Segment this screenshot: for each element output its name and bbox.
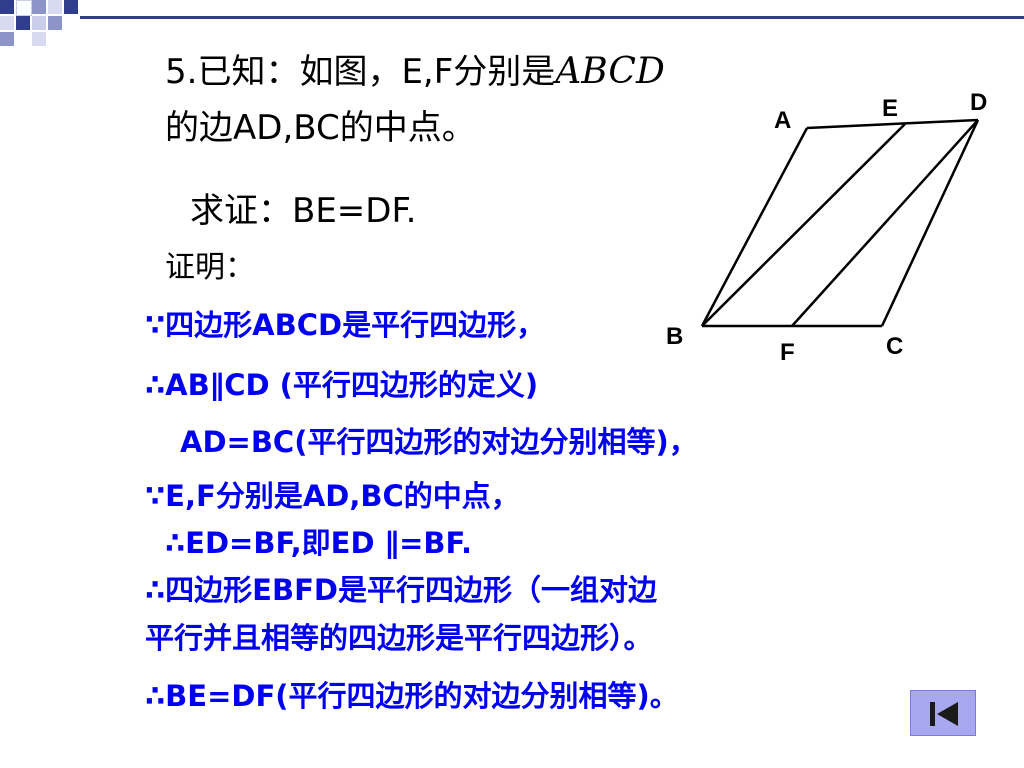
prove-statement: 求证：BE=DF.: [190, 191, 417, 231]
proof-step-6: ∴四边形EBFD是平行四边形（一组对边: [145, 573, 657, 607]
proof-step-7: 平行并且相等的四边形是平行四边形）。: [145, 621, 653, 655]
header-rule: [80, 16, 1024, 19]
proof-step-5: ∴ED=BF,即ED ∥=BF.: [165, 526, 473, 560]
shape-name: ABCD: [555, 51, 665, 92]
side-cd: [880, 119, 980, 327]
parallelogram-figure: A E D B F C: [666, 89, 987, 366]
label-c: C: [886, 333, 903, 360]
side-ad: [806, 118, 979, 130]
label-b: B: [666, 323, 683, 350]
problem-line-2: 的边AD,BC的中点。: [165, 108, 476, 148]
segment-df: [791, 119, 979, 327]
proof-step-3: AD=BC(平行四边形的对边分别相等)，: [180, 425, 698, 459]
side-ab: [700, 127, 809, 327]
proof-step-1: ∵四边形ABCD是平行四边形，: [145, 308, 546, 342]
label-d: D: [970, 89, 987, 116]
corner-decoration: [0, 0, 90, 50]
skip-back-button[interactable]: [910, 690, 976, 736]
proof-step-8: ∴BE=DF(平行四边形的对边分别相等)。: [145, 679, 679, 713]
proof-step-4: ∵E,F分别是AD,BC的中点，: [145, 479, 520, 513]
proof-heading: 证明：: [165, 250, 255, 285]
label-a: A: [774, 107, 791, 134]
problem-line-1: 5.已知：如图，E,F分别是ABCD: [165, 51, 665, 92]
segment-be: [701, 123, 906, 327]
label-f: F: [780, 339, 795, 366]
label-e: E: [882, 95, 898, 122]
skip-back-icon: [930, 702, 958, 726]
proof-step-2: ∴AB∥CD (平行四边形的定义): [145, 368, 539, 402]
